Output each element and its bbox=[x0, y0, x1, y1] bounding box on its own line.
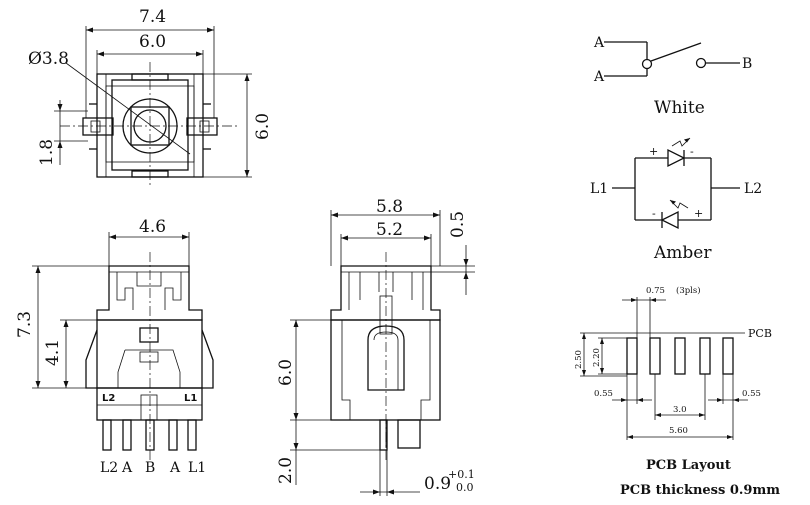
pcb-dim-center-span: 3.0 bbox=[673, 405, 687, 415]
dim-side-pin-length: 2.0 bbox=[276, 457, 296, 484]
dim-side-height: 6.0 bbox=[276, 359, 296, 386]
side-view: 5.8 5.2 0.5 6.0 2.0 0.9 +0.1 0.0 bbox=[276, 197, 475, 496]
pcb-thickness-note: PCB thickness 0.9mm bbox=[620, 483, 780, 498]
dim-side-tol-plus: +0.1 bbox=[448, 468, 475, 481]
dim-front-height-total: 7.3 bbox=[15, 311, 35, 338]
switch-terminal-b: B bbox=[742, 56, 752, 72]
pcb-dim-edge-right: 0.55 bbox=[742, 389, 761, 399]
led-caption: Amber bbox=[653, 243, 712, 263]
dim-top-diameter: Ø3.8 bbox=[28, 49, 69, 69]
pin-label-l2: L2 bbox=[100, 460, 118, 476]
front-view: L2 L1 4.6 7.3 4.1 L2 A B A L1 bbox=[15, 217, 214, 476]
led-lower-plus: + bbox=[694, 207, 703, 220]
front-mark-l1: L1 bbox=[184, 393, 197, 404]
pin-label-a-right: A bbox=[169, 460, 181, 476]
dim-side-pin-width: 0.9 bbox=[424, 474, 451, 494]
dim-top-offset: 1.8 bbox=[37, 139, 57, 166]
front-mark-l2: L2 bbox=[102, 393, 115, 404]
pcb-dim-height-inner: 2.20 bbox=[592, 348, 602, 367]
pin-label-l1: L1 bbox=[188, 460, 206, 476]
led-schematic: + - - + L1 L2 Amber bbox=[590, 137, 762, 263]
pcb-layout: 0.75 (3pls) PCB 2.50 2.20 0.55 0.55 3.0 … bbox=[574, 285, 780, 498]
dim-top-width-outer: 7.4 bbox=[139, 7, 166, 27]
dim-side-tol-zero: 0.0 bbox=[456, 481, 474, 494]
top-view: 7.4 6.0 Ø3.8 6.0 1.8 bbox=[28, 7, 273, 185]
led-lower-minus: - bbox=[652, 207, 656, 220]
dim-top-height: 6.0 bbox=[253, 113, 273, 140]
led-upper-minus: - bbox=[690, 145, 694, 158]
dim-front-width: 4.6 bbox=[139, 217, 166, 237]
dim-side-width-inner: 5.2 bbox=[376, 220, 403, 240]
dim-front-height-body: 4.1 bbox=[43, 339, 63, 366]
pcb-layout-title: PCB Layout bbox=[646, 458, 731, 473]
pin-label-b: B bbox=[145, 460, 155, 476]
pcb-label: PCB bbox=[748, 327, 772, 340]
switch-terminal-a-lower: A bbox=[593, 69, 605, 85]
led-terminal-l2: L2 bbox=[744, 181, 762, 197]
switch-caption: White bbox=[654, 98, 705, 118]
pcb-dim-edge-left: 0.55 bbox=[594, 389, 613, 399]
switch-terminal-a-upper: A bbox=[593, 35, 605, 51]
pcb-dim-height-outer: 2.50 bbox=[574, 350, 584, 369]
led-terminal-l1: L1 bbox=[590, 181, 608, 197]
pcb-dim-total-span: 5.60 bbox=[669, 426, 688, 436]
pcb-dim-pitch-note: (3pls) bbox=[676, 285, 701, 296]
dim-side-travel: 0.5 bbox=[448, 211, 468, 238]
led-upper-plus: + bbox=[649, 145, 658, 158]
switch-schematic: A A B White bbox=[593, 35, 752, 118]
dim-side-width-outer: 5.8 bbox=[376, 197, 403, 217]
dim-top-width-inner: 6.0 bbox=[139, 32, 166, 52]
pcb-dim-pitch: 0.75 bbox=[646, 286, 665, 296]
pin-label-a-left: A bbox=[121, 460, 133, 476]
